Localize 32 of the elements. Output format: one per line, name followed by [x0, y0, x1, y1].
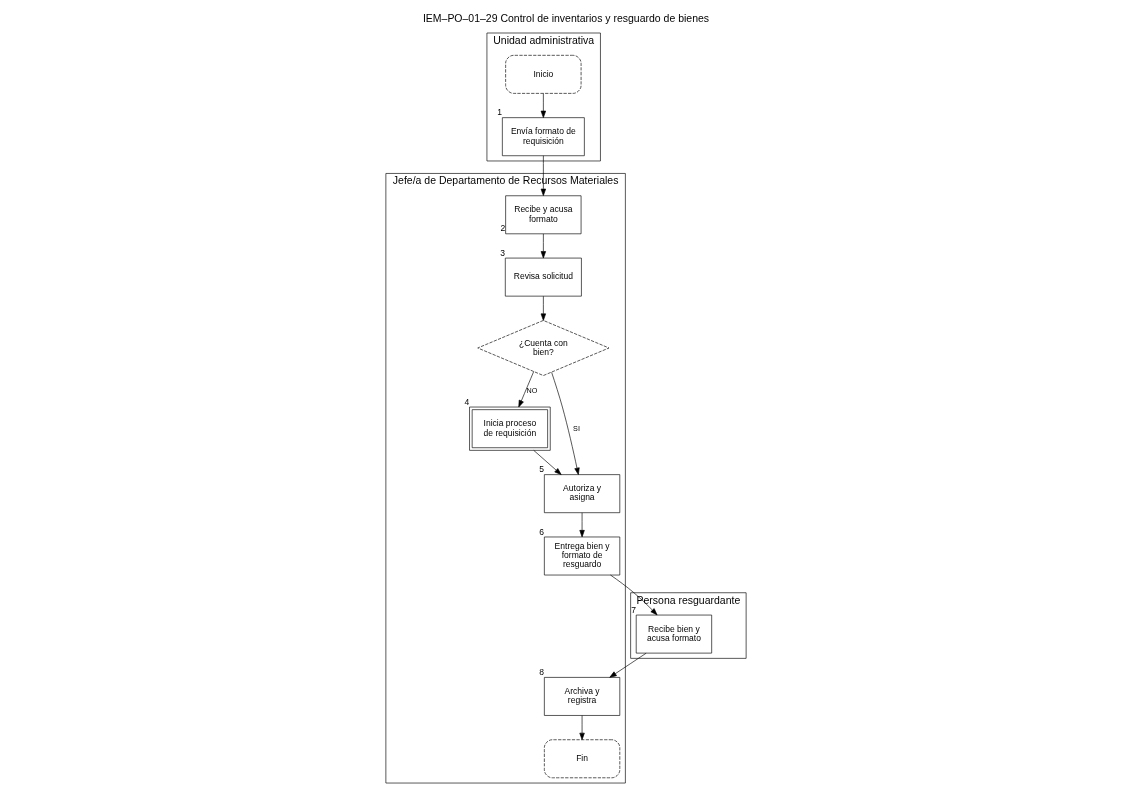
node-diamond: ¿Cuenta con bien? — [477, 320, 610, 376]
node-label: 6 — [539, 526, 545, 537]
node-label: 1 — [497, 107, 503, 118]
arrow — [551, 372, 580, 475]
node-box: Fin — [544, 739, 621, 779]
node-label: 7 — [631, 604, 636, 615]
node-box: Autoriza y asigna — [544, 474, 621, 514]
node-box: Inicio — [505, 55, 582, 94]
node-label: 2 — [500, 223, 506, 234]
arrow — [540, 233, 546, 259]
arrow — [579, 715, 585, 741]
edge-label: SI — [573, 423, 580, 433]
arrow — [579, 512, 585, 538]
node-box: Archiva y registra — [544, 677, 621, 716]
node-label: 8 — [539, 667, 545, 678]
node-label: 3 — [500, 247, 506, 258]
node-box: Revisa solicitud — [504, 257, 582, 297]
diagram-title: IEM–PO–01–29 Control de inventarios y resguardo de bienes — [422, 12, 710, 24]
arrow — [540, 295, 546, 321]
node-label: 4 — [464, 396, 470, 407]
arrow — [609, 652, 647, 678]
arrow — [518, 371, 534, 408]
node-box: Envía formato de requisición — [502, 117, 585, 157]
node-box: Recibe y acusa formato — [505, 195, 582, 235]
edge-label: NO — [526, 386, 538, 396]
node-box: Recibe bien y acusa formato — [635, 614, 712, 654]
node-label: 5 — [539, 464, 545, 475]
arrow — [540, 155, 546, 196]
arrow — [540, 93, 546, 118]
node-box: Entrega bien y formato de resguardo — [544, 536, 621, 576]
arrow — [610, 574, 658, 616]
arrow — [533, 450, 562, 475]
